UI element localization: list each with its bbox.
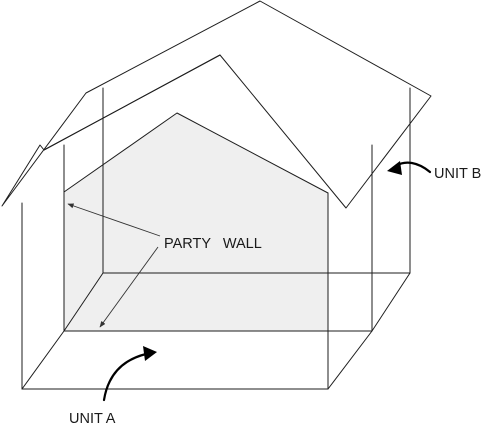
unit-b-label: UNIT B <box>434 166 481 182</box>
unit-b-arrow <box>387 161 432 175</box>
unit-a-label: UNIT A <box>69 411 116 427</box>
party-wall-pointers <box>67 203 161 328</box>
roof <box>1 0 432 209</box>
party-wall-label: PARTY WALL <box>164 236 262 252</box>
unit-b-frame <box>63 87 411 332</box>
pointer-to-upper-wall <box>67 203 161 237</box>
party-wall-outline <box>63 112 329 390</box>
party-wall-shading <box>64 113 328 331</box>
unit-a-frame <box>21 202 373 390</box>
pointer-to-lower-wall <box>99 246 159 328</box>
unit-a-arrow <box>102 346 157 402</box>
